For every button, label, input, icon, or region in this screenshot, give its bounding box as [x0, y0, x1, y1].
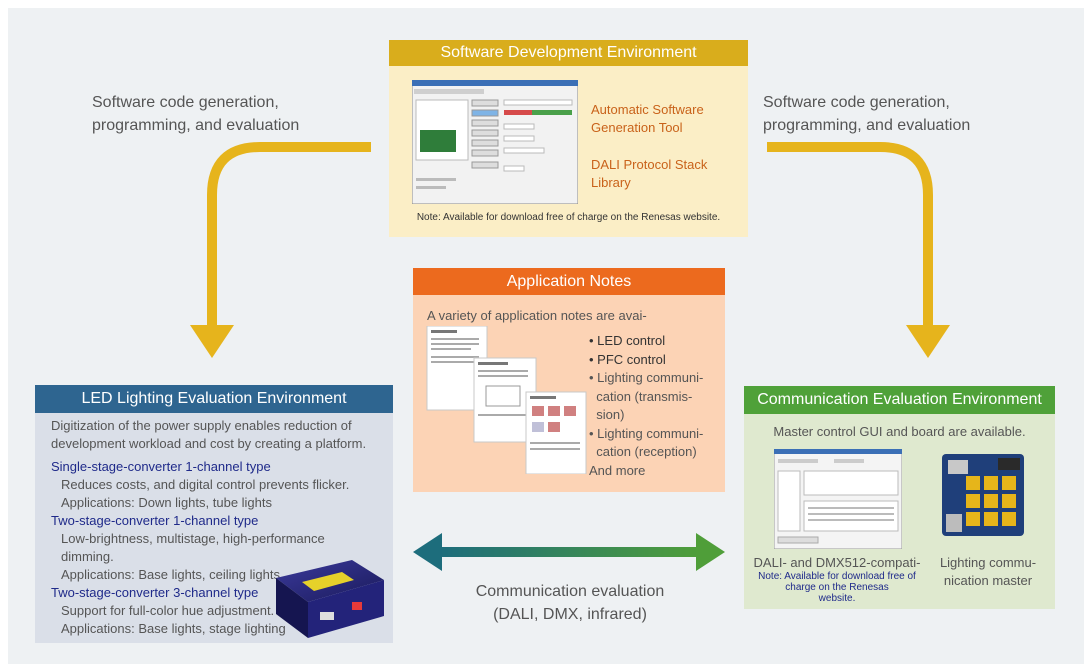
comm-eval-title: Communication Evaluation Environment: [744, 386, 1055, 414]
app-note-item-text: LED control: [597, 333, 666, 348]
app-note-item: • LED control: [589, 333, 666, 348]
led-lighting-title: LED Lighting Evaluation Environment: [35, 385, 393, 413]
type1-line1: Reduces costs, and digital control preve…: [61, 477, 350, 492]
app-note-item: • PFC control: [589, 351, 666, 367]
app-note-item-text: Lighting communi-: [597, 425, 704, 441]
app-note-item-text: sion): [596, 407, 625, 422]
type1-line2: Applications: Down lights, tube lights: [61, 495, 273, 510]
app-note-item-text: cation (reception): [596, 444, 697, 459]
auto-software-gen-tool: Automatic Software Generation Tool: [591, 101, 704, 137]
software-dev-note: Note: Available for download free of cha…: [416, 212, 721, 223]
tool1-line1: Automatic Software: [591, 102, 704, 117]
tool2-line1: DALI Protocol Stack: [591, 157, 708, 172]
comm-eval-arrowhead-right: [696, 533, 725, 571]
comm-eval-intro: Master control GUI and board are availab…: [773, 424, 1026, 439]
type3-line1: Support for full-color hue adjustment.: [61, 603, 275, 618]
gui-note-line3: website.: [818, 593, 856, 604]
dali-protocol-stack-library: DALI Protocol Stack Library: [591, 156, 707, 192]
right-flow-label: Software code generation, programming, a…: [763, 91, 970, 137]
software-dev-panel: Software Development Environment Automat…: [389, 40, 748, 237]
bottom-flow-label-line1: Communication evaluation: [475, 583, 665, 600]
software-dev-title: Software Development Environment: [389, 40, 748, 66]
comm-eval-arrowhead-left: [413, 533, 442, 571]
right-flow-label-line2: programming, and evaluation: [763, 117, 971, 134]
type2-line2: dimming.: [61, 549, 114, 564]
app-note-item-text: cation (transmis-: [596, 388, 693, 404]
gui-caption: DALI- and DMX512-compati-: [753, 555, 921, 570]
gui-note: Note: Available for download free of cha…: [744, 571, 930, 604]
left-flow-arrow: [207, 142, 371, 325]
left-flow-label-line2: programming, and evaluation: [92, 117, 300, 134]
comm-eval-arrow-shaft: [440, 547, 698, 557]
gui-note-line2: charge on the Renesas: [785, 582, 889, 593]
app-note-item-text: PFC control: [597, 351, 666, 367]
led-evaluation-board-image: [276, 560, 384, 638]
type1-title: Single-stage-converter 1-channel type: [51, 459, 271, 474]
comm-eval-panel: Communication Evaluation Environment Mas…: [744, 386, 1055, 609]
app-notes-panel: Application Notes A variety of applicati…: [413, 268, 725, 492]
gui-note-line1: Note: Available for download free of: [758, 571, 916, 582]
master-control-gui-screenshot: [774, 449, 902, 549]
type2-title: Two-stage-converter 1-channel type: [51, 513, 259, 528]
bottom-flow-label: Communication evaluation (DALI, DMX, inf…: [440, 580, 700, 626]
app-note-item: sion): [589, 406, 703, 425]
software-tool-screenshot: [412, 80, 578, 204]
app-note-item-text: And more: [589, 462, 646, 478]
led-intro-line1: Digitization of the power supply enables…: [51, 418, 352, 433]
left-flow-label: Software code generation, programming, a…: [92, 91, 299, 137]
tool1-line2: Generation Tool: [591, 120, 683, 135]
board-caption-line1: Lighting commu-: [939, 555, 1037, 570]
type2-line1: Low-brightness, multistage, high-perform…: [61, 531, 325, 546]
app-notes-list: • LED control • PFC control • Lighting c…: [589, 332, 703, 480]
app-note-item-text: Lighting communi-: [597, 370, 704, 385]
right-flow-arrow: [767, 142, 933, 325]
lighting-comm-master-board-image: [942, 454, 1024, 536]
type3-line2: Applications: Base lights, stage lightin…: [61, 621, 286, 636]
app-notes-intro: A variety of application notes are avai-: [427, 308, 647, 323]
led-intro-line2: development workload and cost by creatin…: [51, 436, 367, 451]
app-note-item: • Lighting communi-: [589, 370, 704, 385]
app-note-item: And more: [589, 462, 703, 481]
right-flow-label-line1: Software code generation,: [763, 94, 950, 111]
board-caption: Lighting commu- nication master: [930, 554, 1046, 590]
app-note-item: cation (transmis-: [589, 388, 703, 407]
app-note-item: • Lighting communi-: [589, 425, 704, 441]
app-notes-title: Application Notes: [413, 268, 725, 295]
app-notes-document-thumbnails: [426, 326, 587, 474]
led-lighting-intro: Digitization of the power supply enables…: [51, 417, 391, 453]
right-flow-arrowhead: [906, 325, 950, 358]
app-note-item: cation (reception): [589, 443, 703, 462]
tool2-line2: Library: [591, 175, 631, 190]
left-flow-label-line1: Software code generation,: [92, 94, 279, 111]
board-caption-line2: nication master: [943, 573, 1033, 588]
led-types: Single-stage-converter 1-channel type Re…: [51, 458, 391, 638]
left-flow-arrowhead: [190, 325, 234, 358]
type3-title: Two-stage-converter 3-channel type: [51, 585, 259, 600]
type2-line3: Applications: Base lights, ceiling light…: [61, 567, 280, 582]
bottom-flow-label-line2: (DALI, DMX, infrared): [493, 606, 647, 623]
